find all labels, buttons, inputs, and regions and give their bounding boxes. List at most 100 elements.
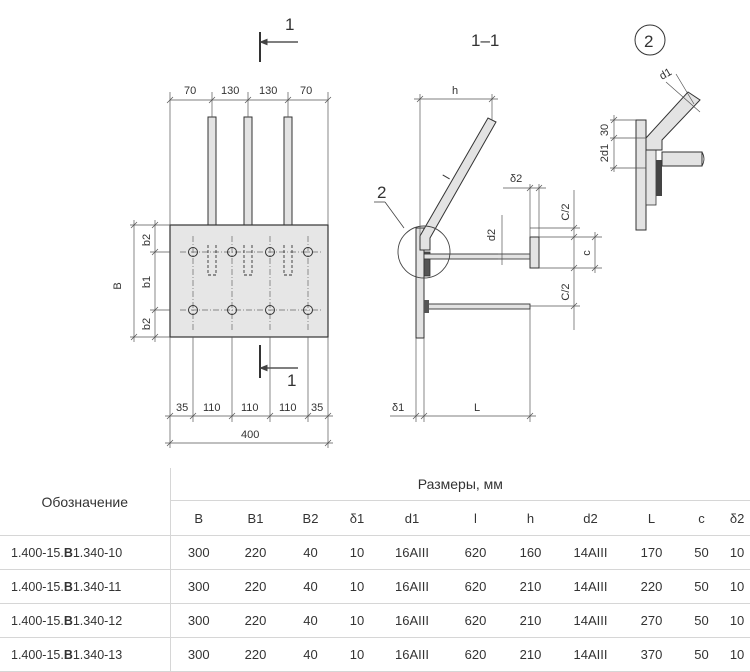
value-cell: 210	[504, 637, 557, 672]
value-cell: 10	[724, 535, 750, 570]
value-cell: 220	[624, 569, 679, 604]
designation-cell: 1.400-15.В1.340-10	[0, 535, 171, 570]
designation-cell: 1.400-15.В1.340-11	[0, 569, 171, 604]
designation-series: В	[63, 613, 73, 628]
designation-suffix: 1.340-13	[72, 647, 123, 662]
section-marker-bottom: 1	[259, 345, 298, 390]
value-cell: 50	[679, 603, 724, 638]
dim-delta1: δ1	[392, 402, 404, 414]
value-cell: 220	[227, 637, 284, 672]
top-dim-3: 130	[259, 85, 277, 97]
dimensions-group-header: Размеры, мм	[170, 468, 750, 501]
value-cell: 170	[624, 535, 679, 570]
value-cell: 10	[337, 535, 377, 570]
value-cell: 16AIII	[377, 637, 447, 672]
dim-B: B	[112, 282, 124, 289]
value-cell: 620	[447, 569, 504, 604]
horizontal-rod-top	[423, 253, 531, 260]
value-cell: 620	[447, 603, 504, 638]
dim-b2-bottom: b2	[141, 318, 153, 330]
front-view: 1	[112, 15, 333, 448]
value-cell: 620	[447, 637, 504, 672]
designation-suffix: 1.340-10	[72, 545, 123, 560]
value-cell: 270	[624, 603, 679, 638]
value-cell: 14AIII	[557, 603, 624, 638]
value-cell: 10	[337, 637, 377, 672]
dim-c-half-top: C/2	[560, 203, 572, 220]
inclined-anchor	[419, 117, 497, 251]
value-cell: 300	[170, 637, 227, 672]
value-cell: 210	[504, 603, 557, 638]
value-cell: 16AIII	[377, 569, 447, 604]
anchor-rods	[207, 116, 293, 226]
top-dim-2: 130	[221, 85, 239, 97]
value-cell: 220	[227, 603, 284, 638]
designation-series: В	[63, 579, 73, 594]
bottom-dim-2: 110	[203, 402, 221, 414]
col-header-delta1: δ1	[337, 500, 377, 536]
value-cell: 10	[724, 637, 750, 672]
detail-callout-circle	[397, 225, 451, 279]
value-cell: 10	[337, 569, 377, 604]
plate-holes	[188, 247, 313, 315]
value-cell: 220	[227, 535, 284, 570]
left-dimensions	[130, 220, 170, 342]
bottom-dim-3: 110	[241, 402, 259, 414]
value-cell: 14AIII	[557, 569, 624, 604]
value-cell: 10	[724, 603, 750, 638]
dim-c-half-bottom: C/2	[560, 283, 572, 300]
designation-suffix: 1.340-12	[72, 613, 123, 628]
dim-L: L	[474, 402, 480, 414]
designation-suffix: 1.340-11	[72, 579, 122, 594]
designation-header: Обозначение	[0, 468, 171, 536]
side-view: 1–1 2 h l	[374, 31, 602, 422]
value-cell: 16AIII	[377, 535, 447, 570]
value-cell: 50	[679, 569, 724, 604]
col-header-h: h	[504, 500, 557, 536]
designation-cell: 1.400-15.В1.340-12	[0, 603, 171, 638]
bottom-dim-5: 35	[311, 402, 323, 414]
value-cell: 16AIII	[377, 603, 447, 638]
col-header-delta2: δ2	[724, 500, 750, 536]
technical-drawing: 1	[112, 15, 705, 448]
top-dimensions	[166, 92, 332, 225]
value-cell: 40	[284, 603, 337, 638]
col-header-B: B	[170, 500, 227, 536]
designation-prefix: 1.400-15.	[11, 613, 64, 628]
detail-view: 2 d1 30 2d1	[599, 24, 705, 231]
overall-width-dim: 400	[241, 429, 259, 441]
bottom-dim-4: 110	[279, 402, 297, 414]
col-header-d1: d1	[377, 500, 447, 536]
value-cell: 14AIII	[557, 637, 624, 672]
value-cell: 50	[679, 637, 724, 672]
dim-delta2: δ2	[510, 173, 522, 185]
value-cell: 210	[504, 569, 557, 604]
value-cell: 160	[504, 535, 557, 570]
col-header-l: l	[447, 500, 504, 536]
dim-h: h	[452, 85, 458, 97]
end-plate	[529, 236, 540, 269]
bottom-dimensions	[165, 337, 333, 448]
dim-l: l	[441, 173, 453, 181]
detail-dim-30: 30	[599, 124, 611, 136]
section-label-top: 1	[285, 15, 294, 34]
top-dim-4: 70	[300, 85, 312, 97]
dimensions-table: Обозначение Размеры, мм B B1 B2 δ1 d1 l …	[0, 468, 750, 672]
section-view-title: 1–1	[471, 31, 499, 50]
col-header-B2: B2	[284, 500, 337, 536]
designation-prefix: 1.400-15.	[11, 647, 64, 662]
col-header-c: c	[679, 500, 724, 536]
dim-d2: d2	[486, 229, 498, 241]
value-cell: 10	[337, 603, 377, 638]
dim-b2-top: b2	[141, 234, 153, 246]
value-cell: 40	[284, 569, 337, 604]
col-header-d2: d2	[557, 500, 624, 536]
value-cell: 300	[170, 569, 227, 604]
value-cell: 40	[284, 637, 337, 672]
value-cell: 220	[227, 569, 284, 604]
col-header-L: L	[624, 500, 679, 536]
top-dim-1: 70	[184, 85, 196, 97]
bottom-dim-1: 35	[176, 402, 188, 414]
